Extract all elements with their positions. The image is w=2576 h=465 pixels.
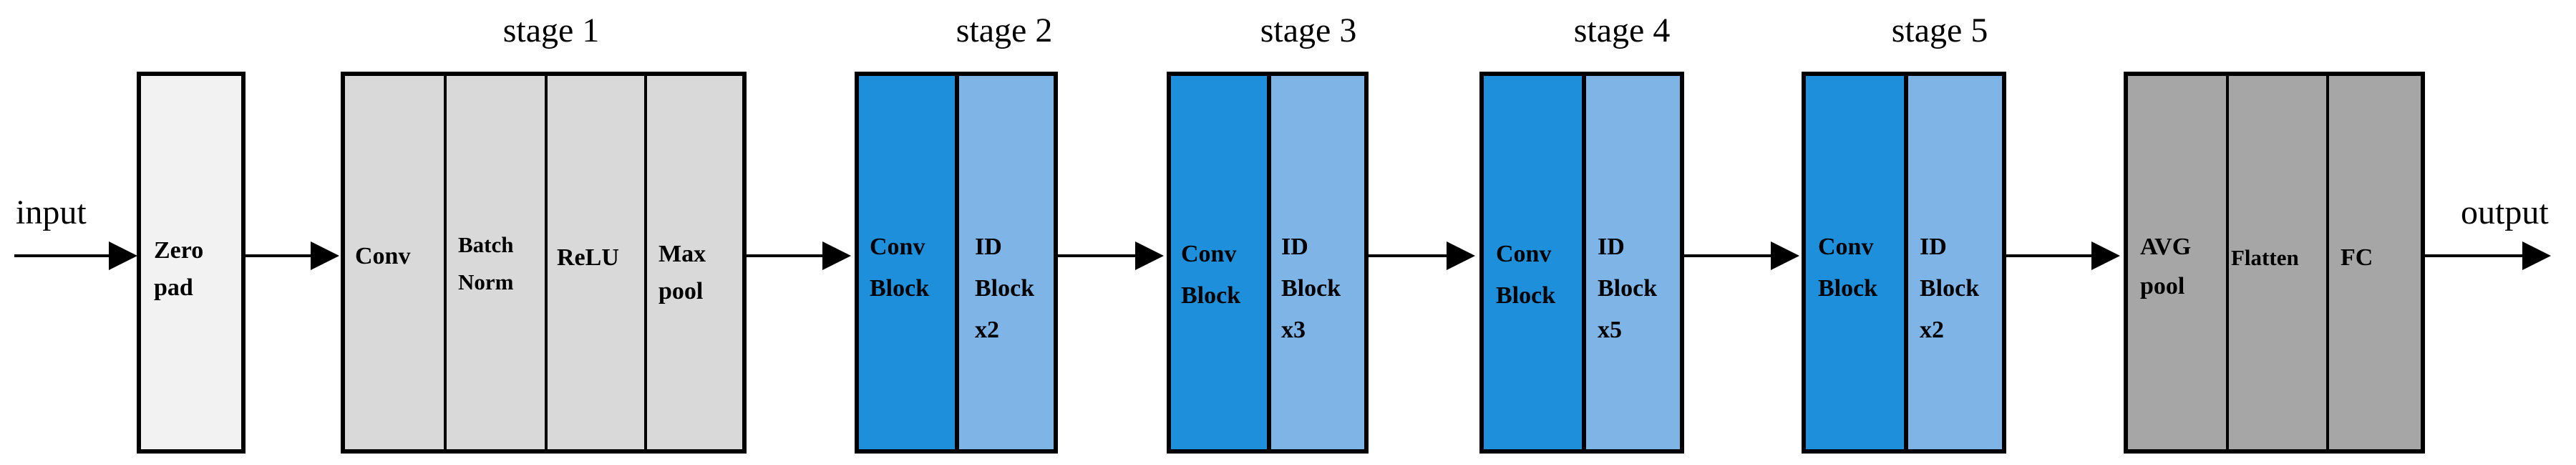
stage-5-id-block-label: ID Block x2: [1920, 234, 1986, 343]
head-block: AVG pool Flatten FC: [2124, 72, 2425, 454]
svg-text:Zero pad: Zero pad: [154, 237, 210, 301]
zero-pad-line-2: pad: [154, 274, 193, 301]
stage-4-block: Conv Block ID Block x5: [1479, 72, 1684, 454]
output-label: output: [2461, 193, 2549, 231]
head-avgpool-label: AVG pool: [2140, 234, 2197, 299]
stage-2-id-block-label: ID Block x2: [975, 234, 1041, 343]
stage-1-maxpool-label: Max pool: [658, 241, 712, 305]
stage-4-title: stage 4: [1574, 11, 1671, 49]
input-label: input: [16, 193, 87, 231]
stage-1-conv-label: Conv: [355, 243, 410, 269]
stage-1-block: Conv Batch Norm ReLU Max pool: [341, 72, 747, 454]
stage-5-block: Conv Block ID Block x2: [1802, 72, 2006, 454]
stage-5-title: stage 5: [1892, 11, 1988, 49]
stage-2-title: stage 2: [956, 11, 1053, 49]
stage-3-conv-block-label: Conv Block: [1181, 241, 1243, 309]
stage-1-title: stage 1: [503, 11, 600, 49]
stage-2-conv-block-label: Conv Block: [870, 234, 931, 302]
head-fc-label: FC: [2341, 244, 2373, 271]
stage-3-block: Conv Block ID Block x3: [1167, 72, 1369, 454]
head-flatten-label: Flatten: [2231, 245, 2299, 270]
stage-1-relu-label: ReLU: [557, 244, 619, 271]
stage-1-batchnorm-label: Batch Norm: [458, 232, 519, 294]
stage-2-block: Conv Block ID Block x2: [855, 72, 1058, 454]
stage-3-title: stage 3: [1260, 11, 1357, 49]
stage-4-id-block-label: ID Block x5: [1598, 234, 1663, 343]
zero-pad-block: Zero pad: [137, 72, 246, 454]
zero-pad-line-1: Zero: [154, 237, 203, 264]
stage-5-conv-block-label: Conv Block: [1818, 234, 1880, 302]
stage-3-id-block-label: ID Block x3: [1281, 234, 1347, 343]
stage-4-conv-block-label: Conv Block: [1496, 241, 1557, 309]
